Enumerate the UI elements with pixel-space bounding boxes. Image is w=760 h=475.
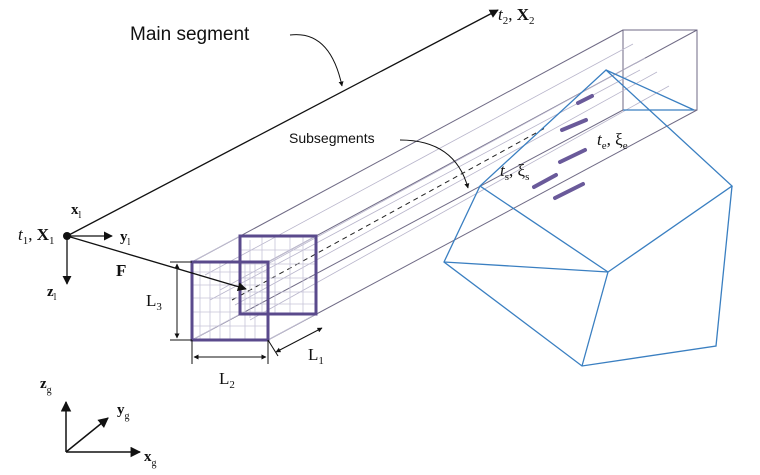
subsegment-start-label: ts, ξs <box>500 161 529 183</box>
local-x-label: xl <box>71 202 82 221</box>
start-label: t1, X1 <box>18 225 55 247</box>
subsegments-callout <box>399 139 470 189</box>
force-arrow <box>66 235 247 292</box>
cross-section-back <box>238 234 318 316</box>
local-y-label: yl <box>120 229 131 248</box>
dim-L2-label: L2 <box>219 369 235 391</box>
beam-end-face <box>622 29 698 111</box>
local-z-label: zl <box>47 284 57 303</box>
global-y-label: yg <box>117 402 130 422</box>
centerline <box>231 127 546 301</box>
dim-L1-label: L1 <box>308 345 324 367</box>
main-segment-callout <box>289 34 344 87</box>
subsegment-markers <box>532 94 594 200</box>
cross-section-grid <box>191 235 317 341</box>
subsegments-label: Subsegments <box>289 130 375 146</box>
main-segment-label: Main segment <box>130 24 250 45</box>
global-z-label: zg <box>40 376 52 396</box>
dim-L1-tick <box>267 339 279 357</box>
global-x-label: xg <box>144 449 157 469</box>
cross-section-front <box>190 260 270 342</box>
dim-L3-label: L3 <box>146 291 162 313</box>
subsegment-prism <box>443 69 734 367</box>
dim-L1-line <box>275 327 323 353</box>
main-segment-arrow <box>66 9 499 237</box>
force-label: F <box>116 261 126 280</box>
global-y-axis <box>65 417 109 453</box>
subsegment-end-label: te, ξe <box>597 130 628 152</box>
end-label: t2, X2 <box>498 5 535 27</box>
